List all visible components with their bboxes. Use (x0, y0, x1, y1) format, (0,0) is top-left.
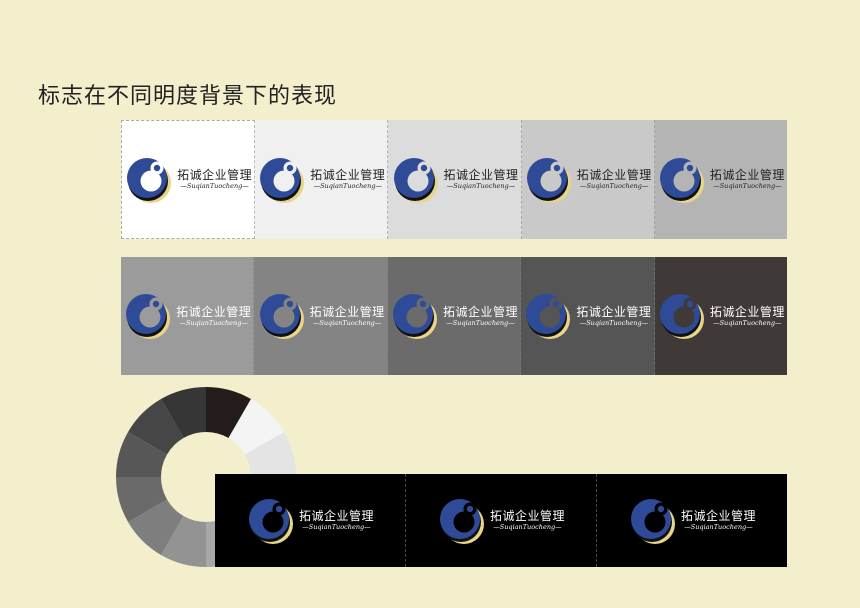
logo-wordmark: 拓诚企业管理 —SuqianTuocheng— (577, 168, 652, 191)
logo: 拓诚企业管理 —SuqianTuocheng— (391, 155, 519, 205)
logo: 拓诚企业管理 —SuqianTuocheng— (437, 496, 565, 546)
logo-mark-icon (126, 294, 171, 339)
wheel-segment-10 (116, 432, 168, 477)
logo-name-cn: 拓诚企业管理 (576, 168, 652, 182)
logo-mark-icon (526, 294, 571, 339)
light-row-tile-2: 拓诚企业管理 —SuqianTuocheng— (255, 120, 389, 239)
logo-name-cn: 拓诚企业管理 (709, 304, 785, 319)
logo-mark-icon (526, 157, 571, 203)
wheel-segment-1 (206, 387, 251, 439)
logo: 拓诚企业管理 —SuqianTuocheng— (257, 155, 385, 205)
logo-wordmark: 拓诚企业管理 —SuqianTuocheng— (710, 168, 785, 191)
logo-wordmark: 拓诚企业管理 —SuqianTuocheng— (576, 305, 651, 328)
logo-wordmark: 拓诚企业管理 —SuqianTuocheng— (681, 509, 756, 532)
light-row-tile-4: 拓诚企业管理 —SuqianTuocheng— (521, 120, 655, 239)
light-row-tile-3: 拓诚企业管理 —SuqianTuocheng— (388, 120, 522, 239)
logo-name-cn: 拓诚企业管理 (489, 509, 565, 523)
logo-name-en: —SuqianTuocheng— (180, 182, 249, 190)
wheel-segment-7 (161, 515, 206, 567)
wheel-segment-9 (116, 477, 168, 522)
logo: 拓诚企业管理 —SuqianTuocheng— (246, 496, 374, 546)
mid-row: 拓诚企业管理 —SuqianTuocheng— 拓诚企业管理 —SuqianTu… (121, 257, 788, 375)
logo-mark-icon (630, 498, 675, 544)
logo-mark-icon (260, 157, 305, 203)
logo-name-cn: 拓诚企业管理 (176, 304, 252, 319)
dark-row: 拓诚企业管理 —SuqianTuocheng— 拓诚企业管理 —SuqianTu… (215, 474, 787, 567)
logo: 拓诚企业管理 —SuqianTuocheng— (657, 291, 785, 341)
mid-row-tile-1: 拓诚企业管理 —SuqianTuocheng— (121, 257, 255, 375)
logo-name-en: —SuqianTuocheng— (302, 523, 371, 531)
dark-row-tile-1: 拓诚企业管理 —SuqianTuocheng— (215, 474, 406, 567)
logo-name-en: —SuqianTuocheng— (446, 182, 516, 190)
page-title: 标志在不同明度背景下的表现 (38, 84, 338, 109)
logo-name-en: —SuqianTuocheng— (493, 523, 562, 531)
logo-wordmark: 拓诚企业管理 —SuqianTuocheng— (310, 168, 385, 191)
mid-row-tile-5: 拓诚企业管理 —SuqianTuocheng— (654, 257, 788, 375)
logo-mark-icon (127, 157, 172, 203)
logo-mark-icon (393, 294, 437, 339)
wheel-segment-2 (228, 399, 284, 455)
logo-name-en: —SuqianTuocheng— (313, 182, 382, 190)
logo-name-cn: 拓诚企业管理 (309, 304, 385, 319)
logo: 拓诚企业管理 —SuqianTuocheng— (657, 155, 785, 205)
wheel-segment-12 (161, 387, 206, 439)
logo-name-en: —SuqianTuocheng— (312, 318, 382, 327)
dark-row-tile-3: 拓诚企业管理 —SuqianTuocheng— (597, 474, 787, 567)
logo-name-en: —SuqianTuocheng— (713, 182, 782, 190)
logo-name-en: —SuqianTuocheng— (579, 318, 649, 327)
logo-wordmark: 拓诚企业管理 —SuqianTuocheng— (299, 509, 374, 532)
logo: 拓诚企业管理 —SuqianTuocheng— (523, 291, 651, 341)
logo-name-en: —SuqianTuocheng— (179, 318, 248, 327)
logo: 拓诚企业管理 —SuqianTuocheng— (390, 291, 518, 341)
logo-wordmark: 拓诚企业管理 —SuqianTuocheng— (443, 305, 518, 328)
logo-wordmark: 拓诚企业管理 —SuqianTuocheng— (310, 305, 385, 328)
logo-wordmark: 拓诚企业管理 —SuqianTuocheng— (444, 168, 519, 191)
logo: 拓诚企业管理 —SuqianTuocheng— (628, 496, 756, 546)
logo-name-cn: 拓诚企业管理 (709, 168, 785, 182)
logo-name-en: —SuqianTuocheng— (713, 318, 782, 327)
logo-name-cn: 拓诚企业管理 (310, 168, 386, 182)
light-row-tile-1: 拓诚企业管理 —SuqianTuocheng— (121, 120, 256, 239)
mid-row-tile-2: 拓诚企业管理 —SuqianTuocheng— (254, 257, 388, 375)
dark-row-tile-2: 拓诚企业管理 —SuqianTuocheng— (406, 474, 597, 567)
logo-mark-icon (439, 498, 484, 544)
logo-wordmark: 拓诚企业管理 —SuqianTuocheng— (490, 509, 565, 532)
logo-mark-icon (248, 498, 293, 544)
logo-name-en: —SuqianTuocheng— (684, 523, 753, 531)
logo-mark-icon (659, 294, 704, 339)
logo-name-cn: 拓诚企业管理 (443, 304, 519, 319)
logo: 拓诚企业管理 —SuqianTuocheng— (524, 155, 652, 205)
mid-row-tile-3: 拓诚企业管理 —SuqianTuocheng— (387, 257, 522, 375)
logo-name-en: —SuqianTuocheng— (446, 318, 515, 327)
logo-wordmark: 拓诚企业管理 —SuqianTuocheng— (710, 305, 785, 328)
logo-name-cn: 拓诚企业管理 (443, 168, 519, 182)
wheel-segment-11 (128, 399, 184, 455)
logo-mark-icon (659, 157, 704, 203)
logo-wordmark: 拓诚企业管理 —SuqianTuocheng— (177, 168, 252, 191)
logo: 拓诚企业管理 —SuqianTuocheng— (124, 155, 252, 205)
logo: 拓诚企业管理 —SuqianTuocheng— (123, 291, 251, 341)
logo-wordmark: 拓诚企业管理 —SuqianTuocheng— (176, 305, 251, 328)
logo-mark-icon (393, 157, 438, 203)
logo-mark-icon (259, 294, 304, 339)
logo-name-cn: 拓诚企业管理 (576, 304, 652, 319)
logo-name-cn: 拓诚企业管理 (177, 168, 253, 182)
logo-name-cn: 拓诚企业管理 (680, 509, 756, 523)
mid-row-tile-4: 拓诚企业管理 —SuqianTuocheng— (521, 257, 655, 375)
light-row: 拓诚企业管理 —SuqianTuocheng— 拓诚企业管理 —SuqianTu… (121, 120, 788, 239)
wheel-segment-3 (244, 432, 296, 477)
logo: 拓诚企业管理 —SuqianTuocheng— (257, 291, 385, 341)
wheel-segment-8 (128, 499, 184, 555)
light-row-tile-5: 拓诚企业管理 —SuqianTuocheng— (654, 120, 788, 239)
logo-name-en: —SuqianTuocheng— (580, 182, 649, 190)
logo-name-cn: 拓诚企业管理 (298, 509, 374, 523)
